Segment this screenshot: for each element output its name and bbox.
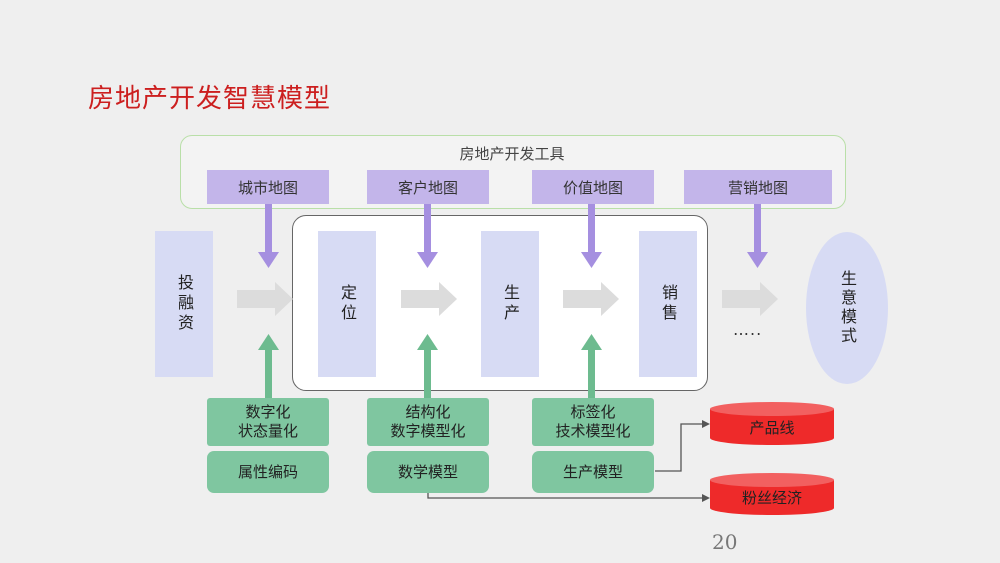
map-marketing: 营销地图 <box>684 170 832 204</box>
line-to-product-line <box>655 423 702 472</box>
stage-invest: 投融资 <box>155 231 213 377</box>
stage-positioning: 定位 <box>318 231 376 377</box>
line-to-fan-economy <box>427 493 702 499</box>
cap-3-line2: 技术模型化 <box>555 422 631 440</box>
output-fan-economy: 粉丝经济 <box>741 489 802 507</box>
map-arrow-4 <box>747 204 768 268</box>
map-arrow-3 <box>581 204 602 268</box>
flow-arrow-1 <box>237 282 293 316</box>
map-customer: 客户地图 <box>367 170 489 204</box>
cap-arrow-1 <box>258 334 279 398</box>
cap-box-2: 结构化 数字模型化 <box>367 398 489 446</box>
map-arrows <box>258 204 768 268</box>
cap-base-1: 属性编码 <box>207 451 329 493</box>
cap-box-3: 标签化 技术模型化 <box>532 398 654 446</box>
map-arrow-1 <box>258 204 279 268</box>
page-number: 20 <box>712 530 738 554</box>
cap-1-line2: 状态量化 <box>237 422 298 440</box>
cap-base-2: 数学模型 <box>367 451 489 493</box>
flow-arrow-2 <box>401 282 457 316</box>
cap-2-line2: 数字模型化 <box>390 422 466 440</box>
cap-box-1: 数字化 状态量化 <box>207 398 329 446</box>
tools-title: 房地产开发工具 <box>459 145 565 163</box>
cap-1-line1: 数字化 <box>245 403 291 421</box>
capability-arrows <box>258 334 602 398</box>
flow-arrow-3 <box>563 282 619 316</box>
cap-2-line1: 结构化 <box>405 403 451 421</box>
flow-arrow-4 <box>722 282 778 316</box>
cap-3-line1: 标签化 <box>570 403 616 421</box>
cylinder-fan-economy <box>710 473 834 515</box>
stage-ecology: 生意模式 <box>806 232 888 384</box>
map-value: 价值地图 <box>532 170 654 204</box>
stage-sales: 销售 <box>639 231 697 377</box>
flow-arrows <box>237 282 778 316</box>
page-title: 房地产开发智慧模型 <box>88 84 332 114</box>
ellipsis-text: ….. <box>733 320 763 339</box>
cap-arrow-3 <box>581 334 602 398</box>
cap-base-3: 生产模型 <box>532 451 654 493</box>
cap-arrow-2 <box>417 334 438 398</box>
map-arrow-2 <box>417 204 438 268</box>
map-city: 城市地图 <box>207 170 329 204</box>
cylinder-product-line <box>710 402 834 445</box>
output-lines <box>427 420 710 502</box>
stage-production: 生产 <box>481 231 539 377</box>
output-product-line: 产品线 <box>749 419 795 437</box>
